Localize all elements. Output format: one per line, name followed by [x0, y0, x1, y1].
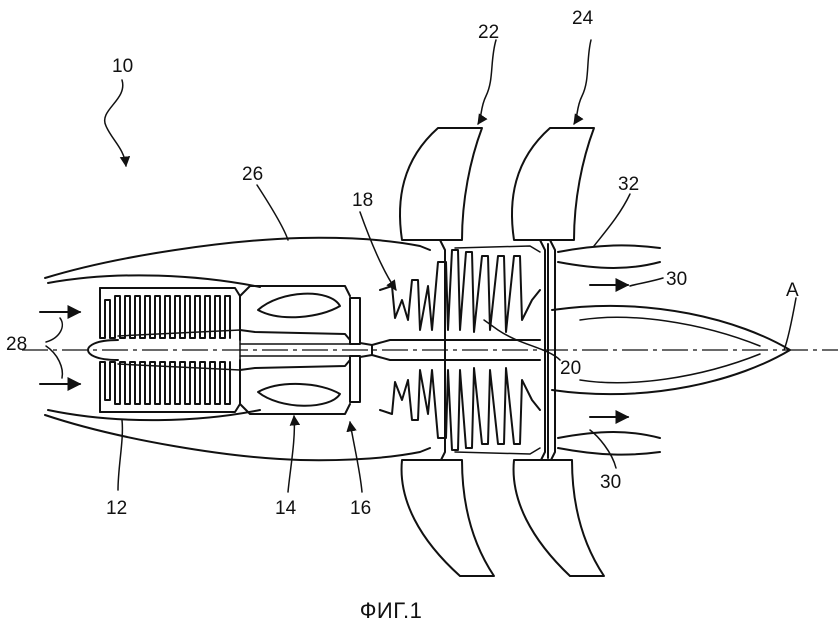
combustor-14: [239, 285, 351, 415]
blade-24-upper: [511, 127, 595, 241]
blade-24-lower: [512, 459, 605, 577]
aft-nacelle-32: [557, 244, 661, 456]
label-32: 32: [618, 174, 639, 195]
rotor-frames: [439, 239, 556, 463]
label-axis-A: A: [786, 280, 799, 301]
label-12: 12: [106, 498, 127, 519]
label-28: 28: [6, 334, 27, 355]
flow-arrows: [39, 278, 630, 424]
propeller-blades-lower: [400, 459, 605, 577]
exhaust-cone-highlight-lower: [579, 353, 761, 384]
blade-22-upper: [399, 127, 483, 241]
label-30-upper: 30: [666, 269, 687, 290]
label-24: 24: [572, 8, 594, 29]
label-18: 18: [352, 190, 373, 211]
compressor-12: [87, 287, 241, 413]
label-30-lower: 30: [600, 472, 621, 493]
label-20: 20: [560, 358, 581, 379]
label-14: 14: [275, 498, 297, 519]
exhaust-cone: [551, 304, 791, 396]
label-16: 16: [350, 498, 371, 519]
label-26: 26: [242, 164, 263, 185]
label-10: 10: [112, 56, 133, 77]
turbine-16: [239, 297, 373, 403]
reference-numerals: 10 12 14 16 18 20 22 24 26 28 30 30 32 A: [6, 8, 799, 519]
blade-22-lower: [400, 459, 495, 577]
nacelle-cowl: [44, 236, 431, 462]
label-22: 22: [478, 22, 499, 43]
rotor-stages-18-20: [379, 245, 541, 455]
leader-lines: [45, 39, 797, 493]
hub-upper-edge: [371, 339, 541, 346]
exhaust-cone-highlight: [579, 316, 761, 347]
hub-lower-edge: [371, 354, 541, 361]
propeller-blades-upper: [399, 127, 595, 241]
figure-caption: ФИГ.1: [360, 598, 423, 623]
